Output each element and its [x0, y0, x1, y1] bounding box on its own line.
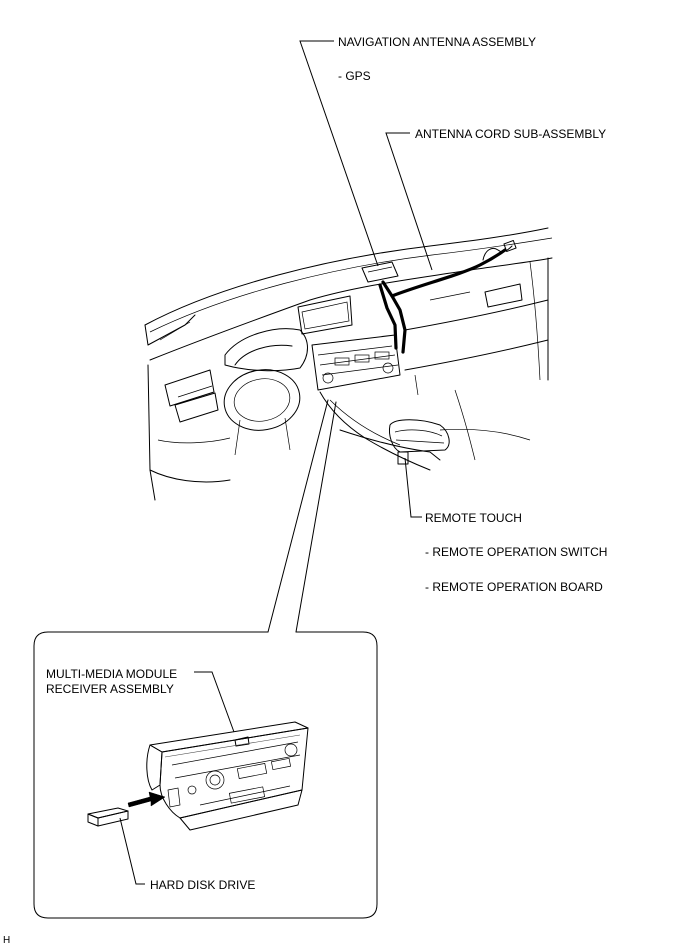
remote-touch-label: REMOTE TOUCH	[425, 511, 522, 525]
hard-disk-drive-label: HARD DISK DRIVE	[150, 878, 256, 892]
detail-inset	[33, 399, 378, 919]
receiver-label-line2: RECEIVER ASSEMBLY	[46, 682, 174, 696]
remote-operation-switch-label: - REMOTE OPERATION SWITCH	[425, 545, 608, 559]
receiver-label-line1: MULTI-MEDIA MODULE	[46, 667, 178, 681]
antenna-cord-drawing	[378, 240, 517, 354]
navigation-antenna-sub-label: - GPS	[338, 69, 371, 83]
remote-operation-board-label: - REMOTE OPERATION BOARD	[425, 580, 603, 594]
dashboard-drawing	[144, 227, 553, 501]
leader-lines	[119, 40, 433, 885]
navigation-antenna-label: NAVIGATION ANTENNA ASSEMBLY	[338, 35, 537, 49]
corner-mark: H	[3, 935, 11, 946]
receiver-drawing	[87, 721, 309, 831]
antenna-cord-label: ANTENNA CORD SUB-ASSEMBLY	[415, 127, 607, 141]
